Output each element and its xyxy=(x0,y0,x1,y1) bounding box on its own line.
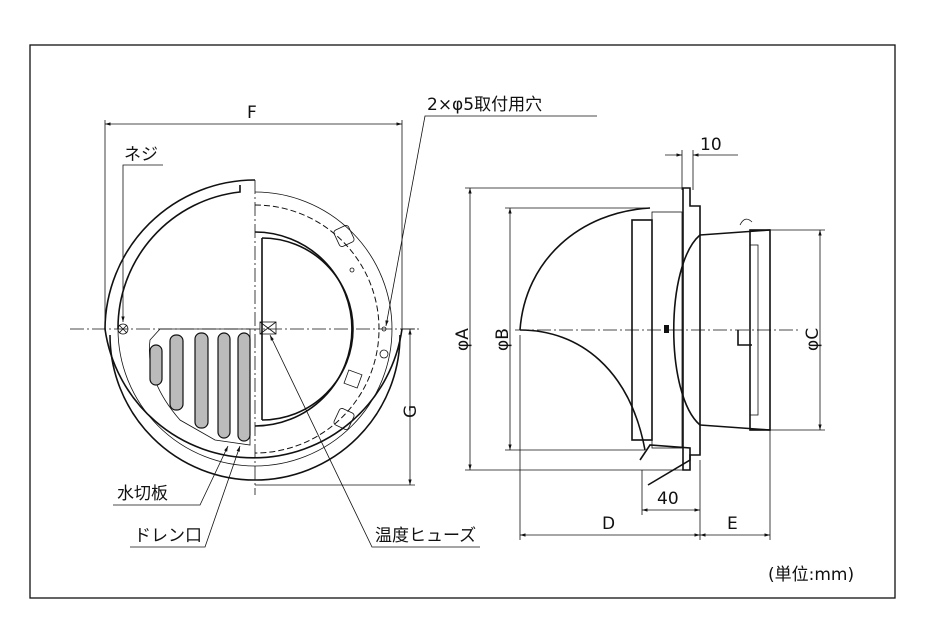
screw-icon xyxy=(117,323,129,335)
dim-E-label: E xyxy=(727,514,738,534)
front-view xyxy=(70,179,420,495)
screw-label: ネジ xyxy=(124,145,158,165)
side-view xyxy=(515,187,800,486)
drain-label: ドレン口 xyxy=(134,526,202,546)
mount-holes-label: 2×φ5取付用穴 xyxy=(427,95,542,115)
dim-10-label: 10 xyxy=(700,135,722,155)
drip-plate-label: 水切板 xyxy=(117,484,168,504)
dim-G-label: G xyxy=(401,405,421,418)
thermal-fuse-part xyxy=(259,321,277,335)
unit-label: (単位:mm) xyxy=(768,565,854,585)
dim-F-label: F xyxy=(247,103,257,123)
dim-phiB-label: φB xyxy=(493,328,513,351)
dim-40-label: 40 xyxy=(657,489,679,509)
dim-phiA-label: φA xyxy=(453,328,473,351)
dim-D-label: D xyxy=(602,514,615,534)
drawing-frame xyxy=(29,44,896,599)
thermal-fuse-label: 温度ヒューズ xyxy=(375,526,476,546)
dim-phiC-label: φC xyxy=(803,328,823,351)
